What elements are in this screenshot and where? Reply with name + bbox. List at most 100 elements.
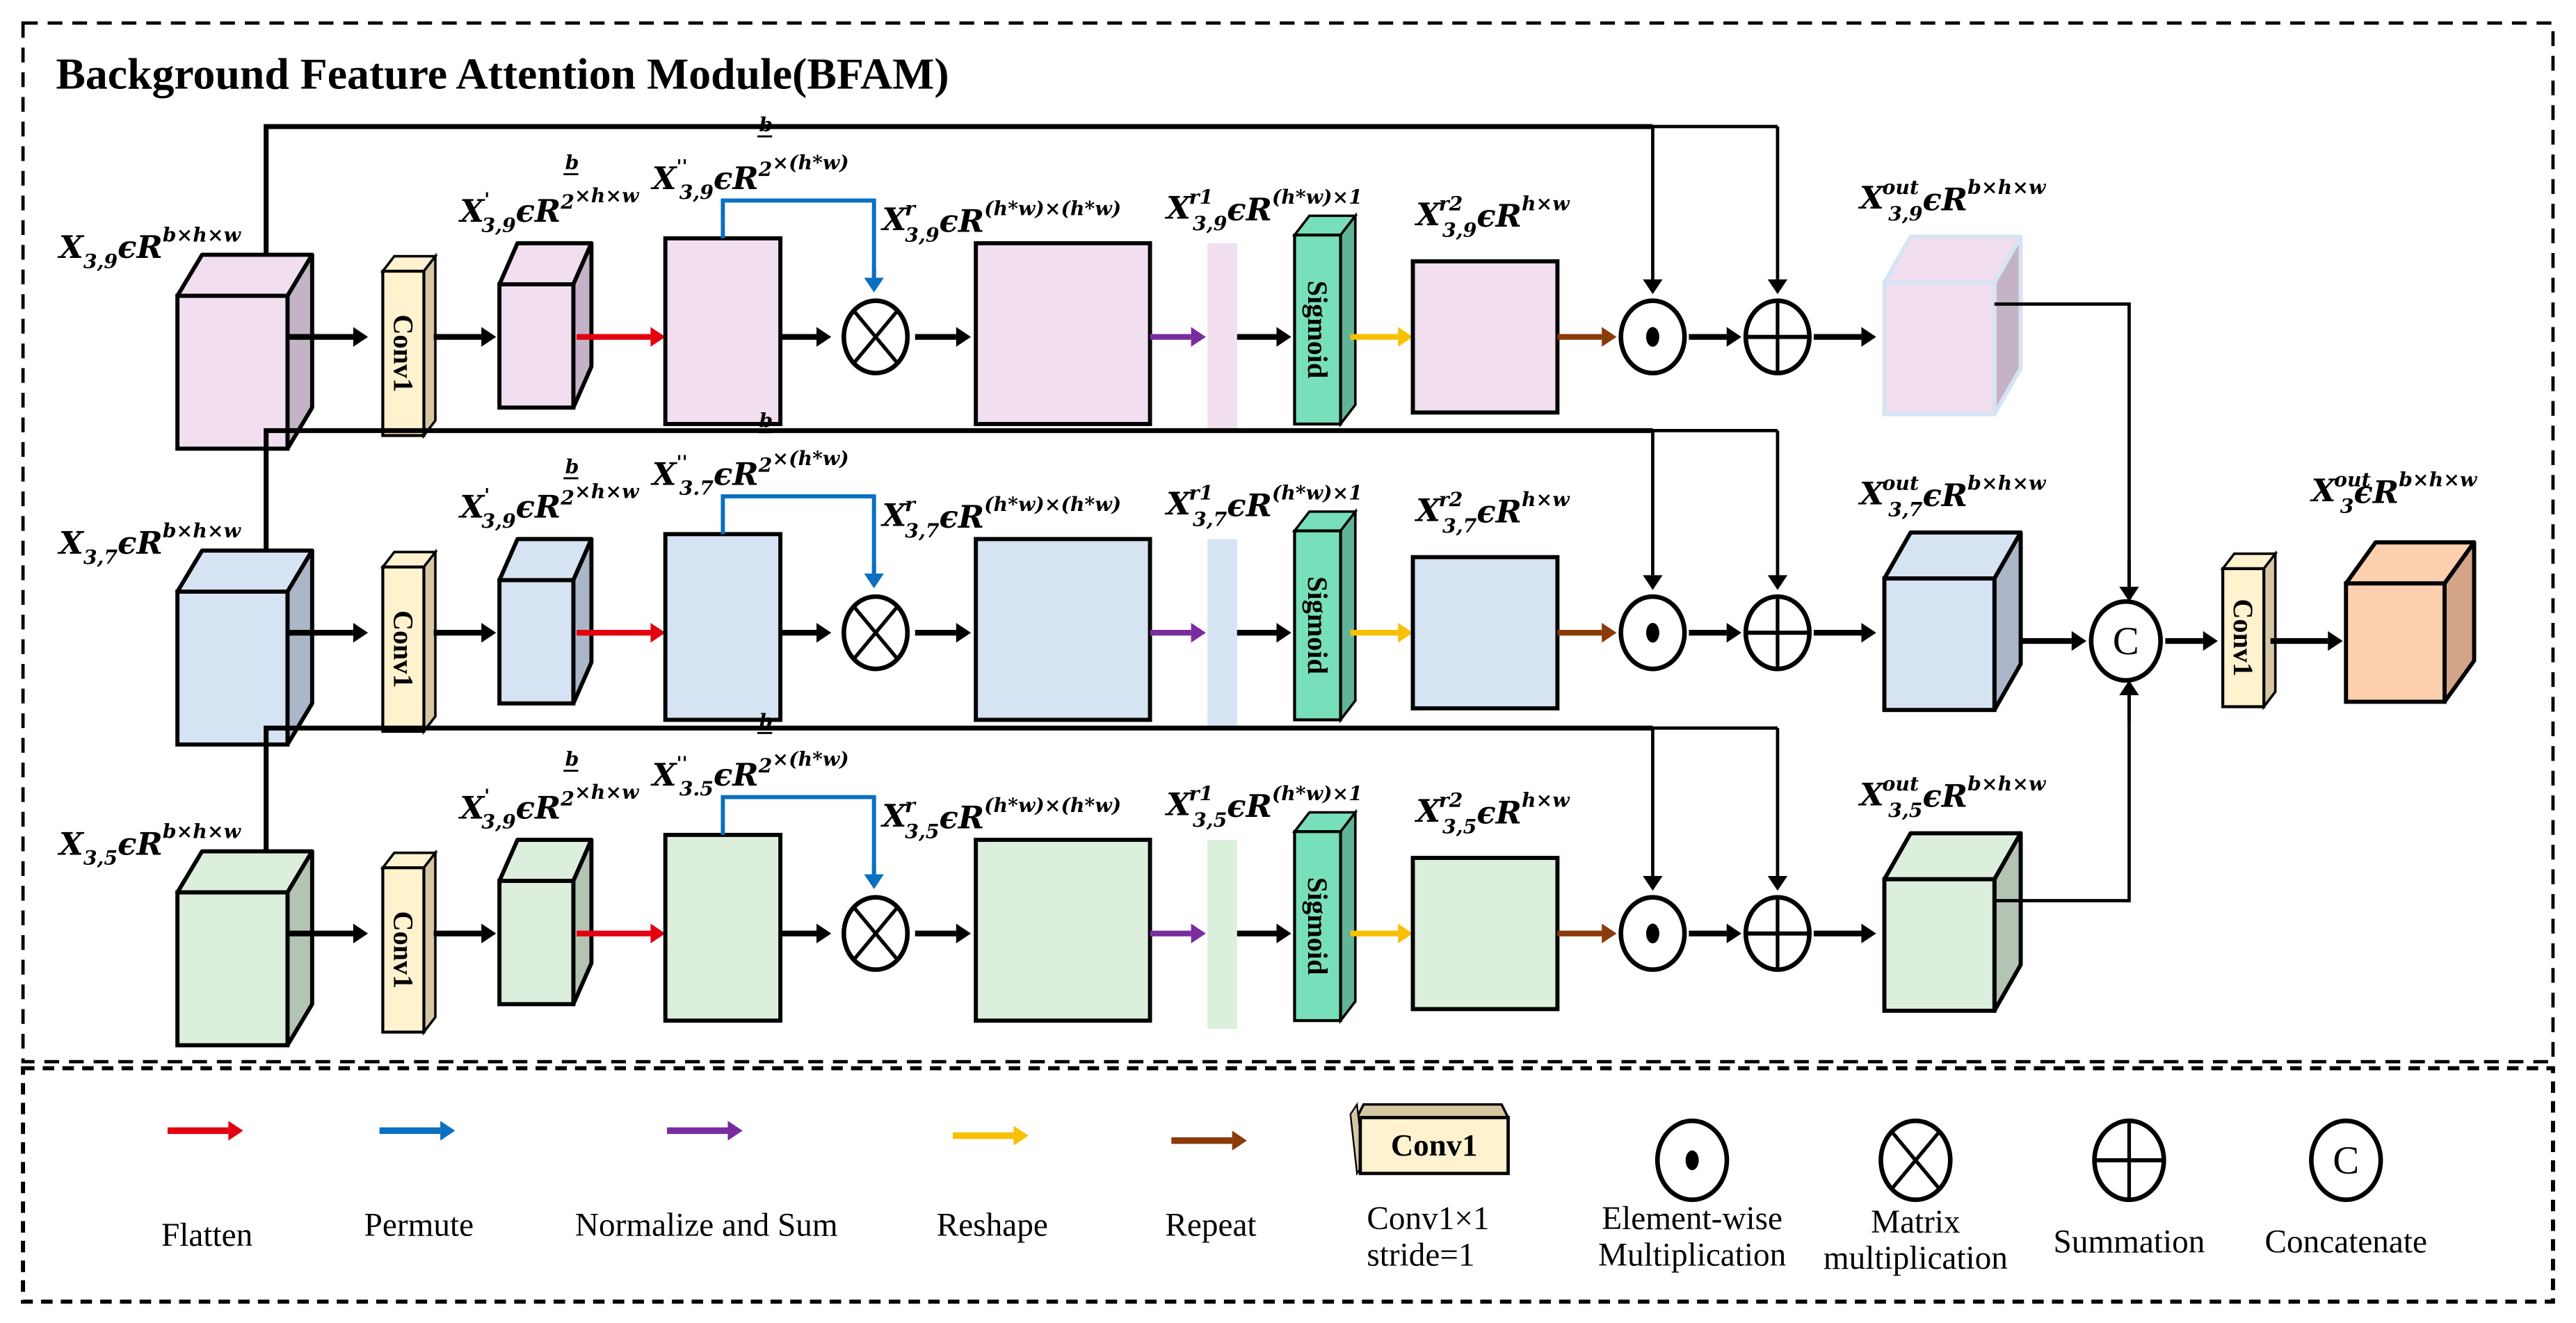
legend-symbol-concat-c-label: C — [2333, 1139, 2359, 1183]
summation-op — [1743, 298, 1812, 375]
sigmoid-block-front — [1293, 233, 1342, 426]
permute-wire — [721, 198, 876, 288]
reduced-feature-cube-front — [497, 879, 576, 1007]
legend-arrow-permute-head — [440, 1121, 456, 1141]
flattened-matrix — [663, 236, 783, 426]
arrow-to-output-head — [1861, 923, 1876, 943]
matrix-multiply-op-x2 — [852, 906, 899, 961]
arrow-to-sum-head — [1726, 923, 1741, 943]
reduced-label: X'3,9ϵR2×h×w — [458, 780, 640, 834]
input-feature-cube-front — [175, 293, 290, 451]
legend-conv1-box: Conv1 — [1349, 1102, 1511, 1176]
legend-symbol-dot — [1655, 1118, 1730, 1203]
legend-arrow-permute — [379, 1121, 456, 1141]
repeat-arrow — [1557, 622, 1617, 643]
flattened-label: X''3.5ϵR2×(h*w) — [650, 747, 849, 801]
normalize-sum-arrow-head — [1191, 923, 1206, 943]
reshape-arrow — [1350, 923, 1413, 943]
arrow-to-sigmoid-head — [1276, 923, 1291, 943]
sigmoid-block: Sigmoid — [1291, 508, 1358, 724]
branch-output-cube-front — [1882, 877, 1997, 1013]
elementwise-multiply-op-dot — [1645, 622, 1659, 643]
arrow-to-sum — [1689, 327, 1741, 347]
flatten-arrow-head — [650, 923, 666, 943]
final-output-cube-front — [2344, 581, 2447, 704]
permute-arrow-head — [864, 277, 884, 293]
normalize-sum-arrow — [1150, 923, 1206, 943]
legend-label: Flatten — [161, 1217, 252, 1253]
sigmoid-block-front — [1293, 830, 1342, 1023]
reduced-feature-cube-front — [497, 282, 576, 410]
reshape-arrow-head — [1398, 327, 1413, 347]
reduced-feature-cube — [497, 241, 594, 410]
repeat-arrow-head — [1602, 923, 1617, 943]
branch-output-cube-front — [1882, 576, 1997, 713]
legend-arrow-repeat-head — [1232, 1130, 1247, 1151]
skip-to-mult-arrow — [1643, 430, 1663, 590]
reduced-label: X'3,9ϵR2×h×w — [458, 184, 640, 237]
reduced-feature-cube-front — [497, 578, 576, 706]
concat-in-top-arrow — [2119, 558, 2139, 602]
arrow-to-final-conv — [2165, 631, 2219, 651]
arrow-to-final-output — [2270, 631, 2343, 651]
legend-label-line: Conv1×1 — [1367, 1201, 1489, 1237]
skip-to-mult-arrow — [1643, 728, 1663, 891]
conv1-block-label: Conv1 — [387, 610, 419, 688]
skip-to-sum-arrow-head — [1767, 575, 1788, 590]
skip-to-sum-arrow — [1767, 127, 1788, 295]
legend-arrow-reshape — [953, 1126, 1029, 1146]
reduced-frac-b: b — [565, 455, 579, 478]
legend-label-line: multiplication — [1824, 1240, 2008, 1276]
flatten-arrow-head — [650, 327, 666, 347]
skip-to-sum-arrow — [1767, 728, 1788, 891]
legend-frame — [21, 1066, 2555, 1304]
flattened-label: X''3,9ϵR2×(h*w) — [650, 150, 849, 204]
legend-item-repeat: Repeat — [1165, 1130, 1257, 1244]
conv1-block: Conv1 — [380, 252, 438, 439]
arrow-to-sum-head — [1726, 327, 1741, 347]
sigmoid-block: Sigmoid — [1291, 212, 1358, 428]
repeat-arrow — [1557, 327, 1617, 347]
conv1-block-side — [422, 849, 437, 1036]
skip-wire — [264, 725, 1653, 868]
normalize-sum-arrow — [1150, 327, 1206, 347]
arrow-to-conv — [287, 622, 369, 643]
skip-to-sum-arrow-head — [1767, 279, 1788, 295]
skip-wire — [264, 124, 1653, 272]
legend-conv-top — [1355, 1103, 1511, 1119]
arrow-to-final-conv-head — [2203, 631, 2219, 651]
skip-wire — [264, 428, 1653, 567]
arrow-to-conv-head — [353, 327, 369, 347]
arrow-to-sum-head — [1726, 622, 1741, 643]
legend-symbol-concat: C — [2309, 1118, 2383, 1203]
skip-to-mult-arrow — [1643, 127, 1663, 295]
elementwise-multiply-op — [1618, 298, 1687, 375]
flatten-arrow-head — [650, 622, 666, 643]
branch-output-cube-front — [1882, 280, 1997, 416]
arrow-to-matmul-head — [816, 327, 832, 347]
legend-item-reshape: Reshape — [937, 1126, 1048, 1244]
arrow-to-reduced-head — [481, 622, 497, 643]
arrow-to-reduced — [433, 622, 497, 643]
arrow-to-conv-head — [353, 622, 369, 643]
permute-arrow — [864, 563, 884, 589]
flattened-matrix — [663, 832, 783, 1023]
main-frame — [21, 21, 2555, 1064]
normalized-vector — [1207, 839, 1237, 1029]
conv1-block-front — [381, 866, 426, 1034]
arrow-to-output-head — [1861, 327, 1876, 347]
arrow-to-attention — [915, 327, 972, 347]
concat-in-bottom-arrow-head — [2119, 680, 2139, 695]
flattened-frac-b: b — [759, 409, 773, 432]
sigmoid-block-label: Sigmoid — [1302, 576, 1333, 674]
normalize-sum-arrow-head — [1191, 327, 1206, 347]
